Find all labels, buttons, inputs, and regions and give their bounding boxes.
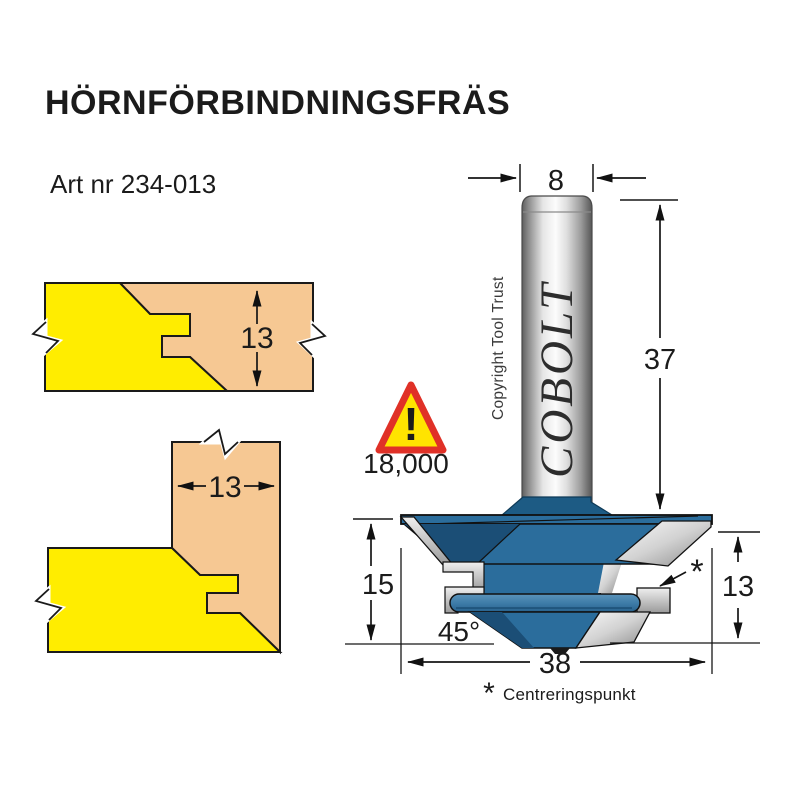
footnote-asterisk: * (483, 677, 495, 710)
shank-body (521, 195, 593, 515)
dim-cutter-height: 15 (345, 518, 494, 674)
break-symbol-left (26, 317, 64, 358)
dim-edge-height: 13 (610, 531, 760, 644)
shank: COBOLT (521, 195, 593, 515)
edge-height-label: 13 (722, 571, 754, 603)
yellow-board-profile (44, 282, 230, 392)
top-board-thickness-label: 13 (240, 322, 273, 355)
dim-cutter-diameter: 38 (407, 548, 713, 680)
slot-cutter-disc (449, 593, 641, 613)
dim-shank-diameter: 8 (468, 164, 646, 197)
yellow-rail-profile (47, 547, 283, 653)
shank-diameter-label: 8 (548, 165, 564, 197)
warning-triangle-icon (375, 381, 447, 454)
exclamation-mark: ! (403, 398, 418, 450)
break-symbol-right (295, 319, 332, 360)
centering-footnote: * Centreringspunkt (483, 677, 636, 710)
centering-point-pointer: * (659, 553, 704, 591)
pointer-asterisk: * (690, 553, 703, 591)
centering-point-block (636, 587, 671, 614)
shank-length-label: 37 (644, 344, 676, 376)
dim-corner-board-thickness: 13 (177, 471, 275, 504)
article-number: Art nr 234-013 (50, 169, 217, 199)
shank-flare (500, 496, 615, 516)
copyright-label: Copyright Tool Trust (490, 276, 507, 420)
corner-joint-diagram: 13 (29, 424, 283, 655)
page-title: HÖRNFÖRBINDNINGSFRÄS (45, 84, 511, 122)
warning-sign: ! 18,000 (363, 381, 449, 479)
right-bevel-steel (614, 520, 712, 567)
router-bit-drawing: COBOLT Copyright Tool Trust (345, 164, 760, 680)
max-rpm-label: 18,000 (363, 448, 449, 479)
cutter-head (399, 496, 713, 654)
center-tip (550, 648, 570, 654)
cutter-diameter-label: 38 (539, 648, 571, 680)
footnote-label: Centreringspunkt (503, 685, 636, 704)
break-symbol-left (29, 584, 67, 625)
break-symbol-top (198, 424, 243, 461)
dim-shank-length: 37 (620, 199, 678, 510)
brand-label: COBOLT (531, 281, 583, 478)
corner-board-thickness-label: 13 (208, 471, 241, 504)
cutter-height-label: 15 (362, 569, 394, 601)
cutter-angle-label: 45° (438, 616, 480, 647)
top-joint-diagram: 13 (26, 282, 332, 392)
dim-top-board-thickness: 13 (240, 290, 274, 387)
